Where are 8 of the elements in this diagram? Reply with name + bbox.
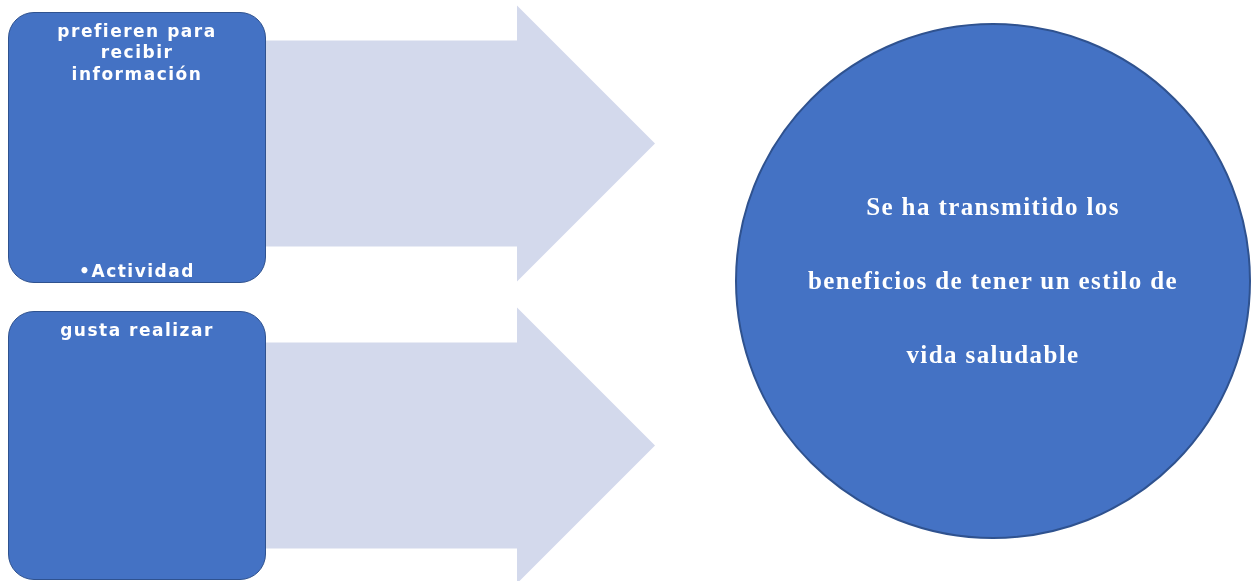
block-arrow xyxy=(266,307,655,581)
rounded-box xyxy=(8,12,266,283)
box-heading: prefieren para recibir información xyxy=(56,21,218,85)
box-heading: gusta realizar xyxy=(60,320,214,342)
rounded-box xyxy=(8,311,266,580)
circle-text: Se ha transmitido los beneficios de tener un estilo de vida saludable xyxy=(807,192,1179,370)
block-arrow xyxy=(266,5,655,282)
bullet-text: •Actividad xyxy=(79,260,195,282)
